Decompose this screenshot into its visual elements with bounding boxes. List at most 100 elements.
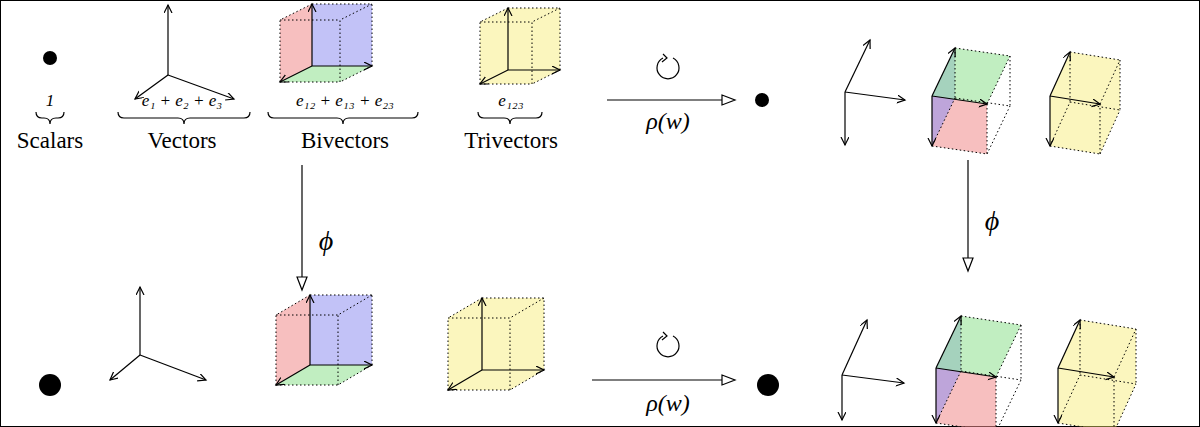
box-edge [560,8,561,70]
bivector-box [276,295,372,385]
box-edge [1080,320,1081,375]
basis-edge [448,370,482,390]
box-edge [532,8,560,22]
box-edge [338,365,372,385]
box-edge [1114,329,1136,377]
box-edge [1114,384,1136,427]
map-label: ρ(w) [646,390,690,416]
box-edge [310,295,372,296]
box-edge [340,66,372,82]
plane-face [276,365,372,385]
basis-edge [508,69,560,70]
plane-face [310,295,372,365]
box-edge [480,8,508,22]
scalar-dot [39,374,61,396]
trivector-box [448,298,544,390]
box-edge [340,20,341,82]
box-edge [480,84,532,85]
basis-edge [936,368,996,377]
box-edge [1050,102,1070,146]
scalar-dot [43,51,57,65]
box-edge [480,22,532,23]
box-edge [280,20,340,21]
box-edge [1021,325,1022,380]
box-edge [510,370,544,390]
box-edge [1070,52,1071,102]
box-edge [1100,60,1120,104]
box-edge [372,295,373,365]
box-edge [955,98,1010,106]
box-edge [936,423,996,427]
trivector-box [1050,52,1120,154]
plane-face [1050,102,1120,154]
trivector-box [1058,320,1136,427]
box-edge [280,82,340,83]
basis-edge [1050,52,1070,96]
box-edge [338,295,372,315]
scalar-expression: 1 [46,92,55,111]
box-edge [1080,320,1136,329]
box-edge [936,371,961,423]
box-edge [448,318,449,390]
box-edge [932,146,987,154]
box-edge [1114,377,1115,427]
box-edge [955,48,956,98]
basis-edge [480,70,508,84]
basis-vector [167,5,168,75]
basis-edge [932,48,955,96]
bivector-box [932,48,1010,154]
box-edge [544,298,545,370]
basis-edge [935,368,936,423]
box-edge [1100,110,1120,154]
box-edge [987,56,1010,104]
basis-vector [844,92,845,145]
basis-vector [845,40,870,92]
box-edge [448,390,510,391]
basis-vector [140,355,206,380]
box-edge [338,315,339,385]
map-label: ρ(w) [646,108,690,134]
plane-face [936,316,1021,377]
box-edge [372,4,373,66]
bivector-box [936,316,1021,427]
scalar-dot [755,93,769,107]
box-edge [1100,104,1101,154]
map-label: ϕ [319,226,334,257]
box-edge [280,20,281,82]
basis-vector [110,355,140,380]
plane-face [480,8,560,22]
box-edge [987,106,1010,154]
box-edge [932,98,955,146]
box-edge [1070,52,1120,60]
plane-face [1058,375,1136,427]
basis-edge [507,8,508,70]
box-edge [996,377,997,427]
box-edge [448,318,510,319]
box-edge [280,4,312,20]
basis-edge [1058,368,1114,377]
vector-expression: e₁ + e₂ + e₃ [142,92,222,111]
plane-face [312,4,372,66]
box-edge [996,325,1021,377]
grade-name: Scalars [17,128,83,153]
box-edge [276,315,338,316]
basis-edge [1049,96,1050,146]
basis-vector [842,320,867,375]
grade-name: Bivectors [301,128,389,153]
plane-face [480,22,532,84]
rotation-symbol [657,54,679,357]
box-edge [961,316,1021,325]
box-edge [340,4,372,20]
plane-face [448,318,510,390]
underbraces [36,112,542,124]
grade-name: Trivectors [464,128,558,153]
basis-edge [1050,96,1100,104]
map-label: ϕ [985,206,1000,237]
bivector-box [280,4,372,82]
plane-face [280,66,372,82]
box-edge [276,295,310,315]
basis-edge [936,316,961,368]
basis-edge [310,364,372,365]
box-edge [448,298,482,318]
